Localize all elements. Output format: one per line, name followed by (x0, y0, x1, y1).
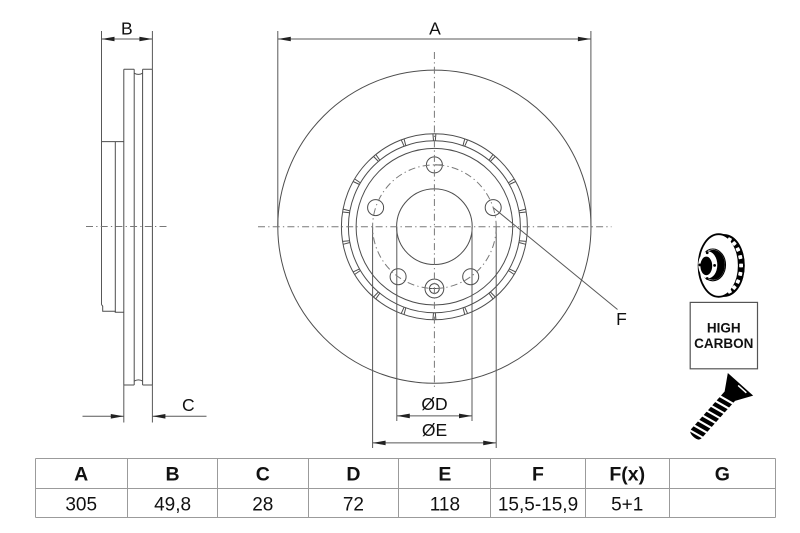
svg-text:A: A (429, 18, 441, 38)
svg-text:28: 28 (252, 495, 273, 516)
svg-text:118: 118 (430, 495, 460, 516)
svg-text:49,8: 49,8 (154, 495, 191, 516)
svg-text:B: B (121, 18, 133, 38)
svg-text:C: C (182, 395, 195, 415)
svg-text:72: 72 (343, 495, 364, 516)
svg-text:D: D (346, 464, 360, 486)
svg-text:A: A (74, 464, 88, 486)
svg-text:HIGH: HIGH (707, 320, 741, 335)
svg-text:F: F (532, 464, 544, 486)
svg-text:5+1: 5+1 (611, 495, 643, 516)
svg-text:ØD: ØD (421, 394, 447, 414)
svg-text:C: C (256, 464, 270, 486)
svg-text:B: B (166, 464, 180, 486)
svg-text:15,5-15,9: 15,5-15,9 (498, 495, 578, 516)
svg-text:305: 305 (65, 495, 97, 516)
svg-text:F(x): F(x) (609, 464, 645, 486)
svg-text:F: F (616, 309, 627, 329)
svg-text:CARBON: CARBON (694, 336, 753, 351)
svg-text:ØE: ØE (422, 420, 447, 440)
svg-text:G: G (715, 464, 730, 486)
svg-text:E: E (438, 464, 451, 486)
